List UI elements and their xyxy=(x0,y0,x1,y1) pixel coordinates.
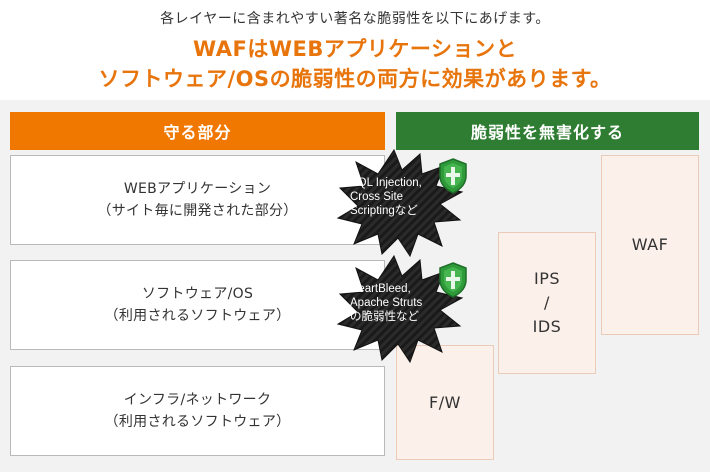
headline-line-2: ソフトウェア/OSの脆弱性の両方に効果があります。 xyxy=(98,67,612,91)
headline-line-1: WAFはWEBアプリケーションと xyxy=(193,37,517,61)
shield-icon xyxy=(438,262,468,298)
layer-title: インフラ/ネットワーク xyxy=(123,392,272,408)
layer-subtitle: （サイト毎に開発された部分） xyxy=(97,203,298,219)
layer-subtitle: （利用されるソフトウェア） xyxy=(104,414,291,430)
header-neutralize: 脆弱性を無害化する xyxy=(396,112,699,150)
threat-text-software: HeartBleed, Apache Struts の脆弱性など xyxy=(350,282,444,324)
layer-subtitle: （利用されるソフトウェア） xyxy=(104,308,291,324)
product-ips-ids: IPS / IDS xyxy=(498,232,596,374)
threat-line: SQL Injection, xyxy=(350,177,422,189)
intro-text: 各レイヤーに含まれやすい著名な脆弱性を以下にあげます。 xyxy=(160,11,550,27)
layer-software-os: ソフトウェア/OS （利用されるソフトウェア） xyxy=(10,260,385,350)
layer-web-application: WEBアプリケーション （サイト毎に開発された部分） xyxy=(10,155,385,245)
header-protect-label: 守る部分 xyxy=(163,123,232,142)
threat-text-web: SQL Injection, Cross Site Scriptingなど xyxy=(350,176,444,218)
threat-line: Apache Struts xyxy=(350,297,423,309)
header-protect: 守る部分 xyxy=(10,112,385,150)
product-fw: F/W xyxy=(396,345,494,460)
threat-burst-web: SQL Injection, Cross Site Scriptingなど xyxy=(336,148,466,258)
threat-line: Cross Site xyxy=(350,191,404,203)
layer-title: WEBアプリケーション xyxy=(123,181,272,197)
shield-icon xyxy=(438,158,468,194)
product-ips-label: IPS xyxy=(533,269,561,288)
layer-title: ソフトウェア/OS xyxy=(141,286,254,302)
header-neutralize-label: 脆弱性を無害化する xyxy=(470,123,624,142)
layer-infrastructure-network: インフラ/ネットワーク （利用されるソフトウェア） xyxy=(10,366,385,456)
product-waf-label: WAF xyxy=(631,235,669,254)
threat-line: の脆弱性など xyxy=(350,311,419,323)
product-ids-label: IDS xyxy=(532,317,562,336)
threat-line: Scriptingなど xyxy=(350,205,418,217)
threat-burst-software: HeartBleed, Apache Struts の脆弱性など xyxy=(336,254,466,364)
product-fw-label: F/W xyxy=(429,392,461,412)
product-ips-separator: / xyxy=(544,293,550,312)
threat-line: HeartBleed, xyxy=(350,283,411,295)
product-waf: WAF xyxy=(601,155,699,335)
headline: WAFはWEBアプリケーションと ソフトウェア/OSの脆弱性の両方に効果がありま… xyxy=(0,34,710,94)
